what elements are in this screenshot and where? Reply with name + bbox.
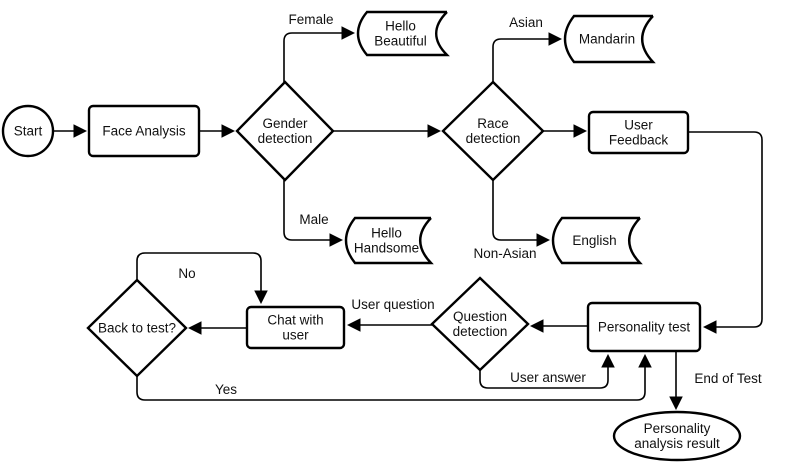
gender-detection-shape [235,80,335,182]
english-shape [551,216,643,265]
chat-with-user-shape [245,305,346,350]
mandarin-label: Mandarin [579,32,635,47]
edge-label-yes: Yes [215,382,237,397]
node-face-analysis: Face Analysis [87,104,201,158]
node-back-to-test: Back to test? [86,278,188,378]
edge-label-asian: Asian [509,15,543,30]
edge-user-feedback-to-personality-test [688,131,763,334]
edge-label-no: No [178,266,195,281]
hello-beautiful-shape [356,10,450,57]
edge-race-detection-to-mandarin [492,32,563,82]
edge-race-detection-to-english [492,180,551,247]
edges-layer [53,26,763,411]
edge-label-non-asian: Non-Asian [473,246,536,261]
node-personality-test: Personality test [586,301,702,353]
edge-gender-detection-to-hello-handsome [283,180,344,247]
question-detection-shape [430,276,530,372]
back-to-test-label: Back to test? [98,321,176,336]
edge-back-to-test-to-chat-with-user [136,252,268,305]
node-english: English [551,216,643,265]
edge-gender-detection-to-hello-beautiful [283,26,356,82]
edge-label-end-of-test: End of Test [694,371,762,386]
node-mandarin: Mandarin [563,14,656,64]
user-feedback-shape [587,110,690,155]
edge-question-detection-to-personality-test [479,353,615,389]
edge-label-female: Female [288,12,333,27]
hello-handsome-shape [344,216,434,265]
node-start: Start [1,104,55,158]
back-to-test-shape [86,278,188,378]
edge-label-male: Male [299,212,328,227]
face-analysis-shape [87,104,201,158]
face-analysis-label: Face Analysis [102,124,186,139]
edge-label-user-answer: User answer [510,370,586,385]
edge-back-to-test-to-personality-test [136,353,652,401]
english-label: English [572,233,616,248]
race-detection-shape [441,80,545,182]
start-label: Start [14,124,43,139]
personality-test-shape [586,301,702,353]
personality-analysis-result-shape [612,410,742,462]
personality-test-label: Personality test [598,320,691,335]
edge-label-user-question: User question [351,297,434,312]
start-shape [1,104,55,158]
mandarin-shape [563,14,656,64]
